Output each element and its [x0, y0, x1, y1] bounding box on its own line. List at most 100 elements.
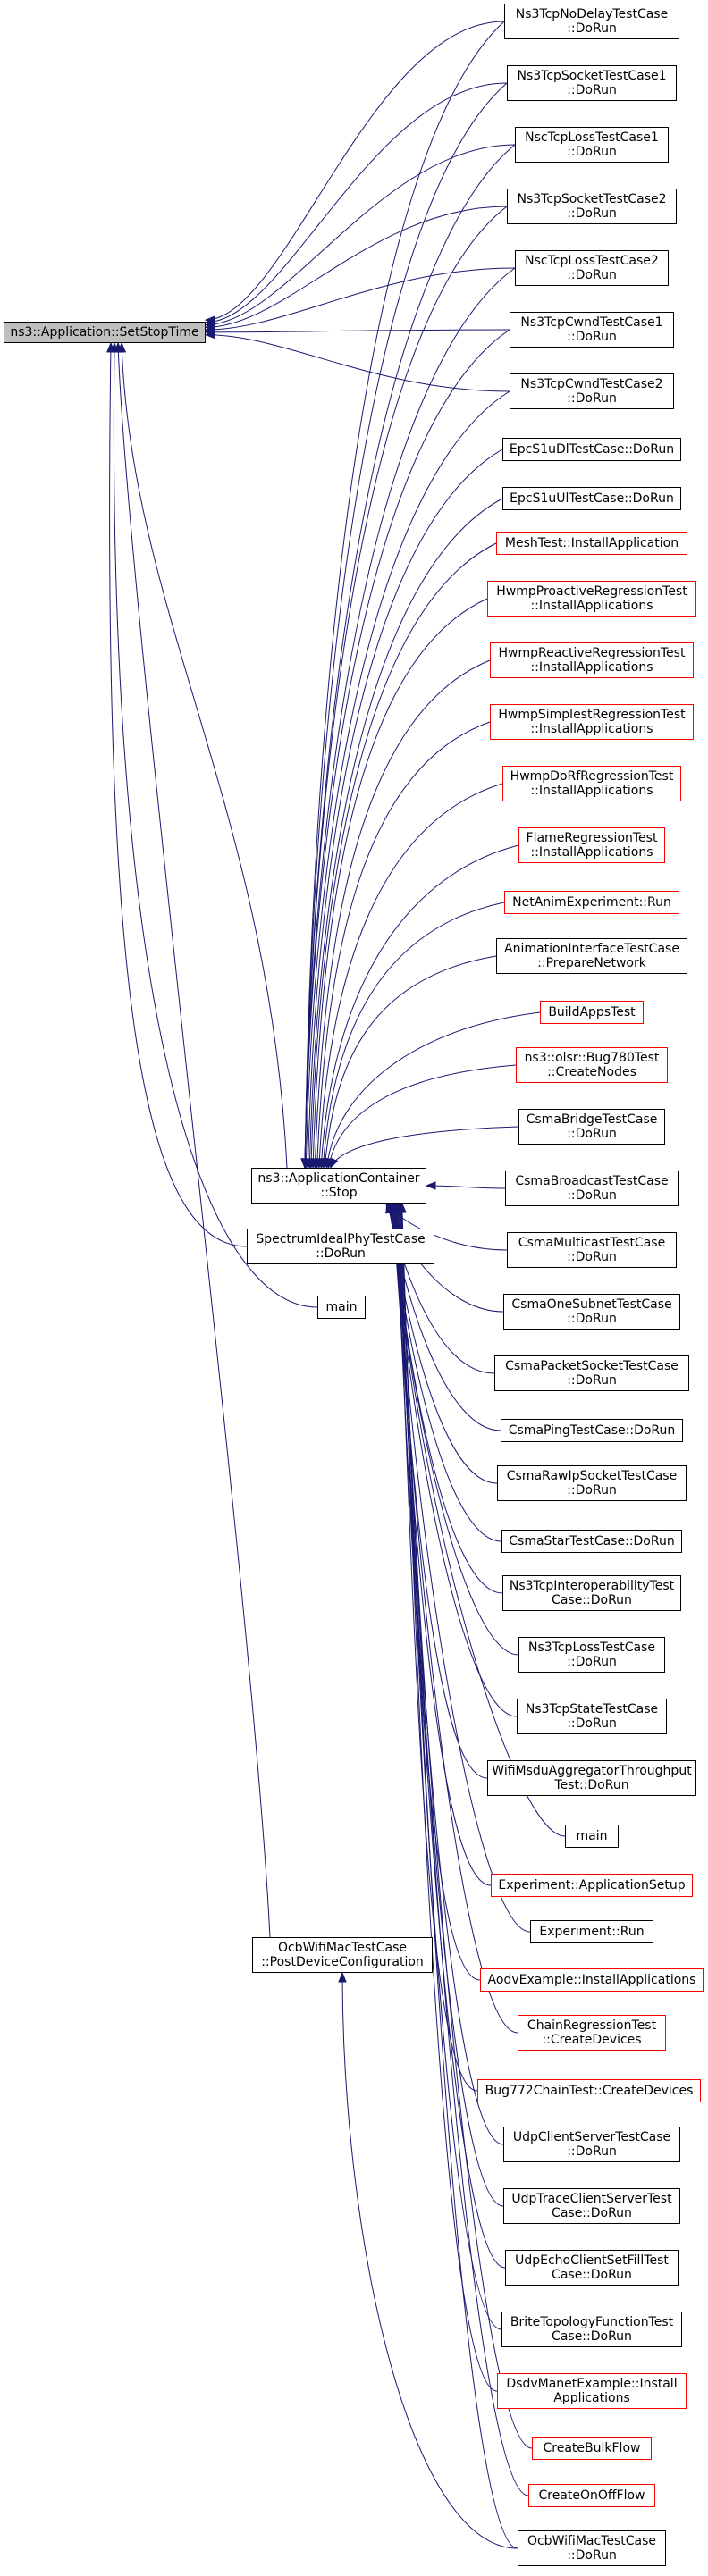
node-britetopologyfunctiontestcase-dorun[interactable]: BriteTopologyFunctionTest Case::DoRun [502, 2312, 682, 2347]
node-label: ::Stop [320, 1186, 358, 1200]
node-epcs1udltestcase-dorun[interactable]: EpcS1uDlTestCase::DoRun [502, 438, 681, 461]
node-csmabridgetestcase-dorun[interactable]: CsmaBridgeTestCase ::DoRun [518, 1109, 665, 1145]
node-bug772chaintest-createdevices[interactable]: Bug772ChainTest::CreateDevices [477, 2079, 701, 2102]
node-label: CsmaMulticastTestCase [518, 1236, 666, 1250]
node-application-setstoptime[interactable]: ns3::Application::SetStopTime [4, 322, 206, 343]
node-ocbwifimactestcase-dorun[interactable]: OcbWifiMacTestCase ::DoRun [518, 2530, 666, 2566]
node-aodvexample-installapplications[interactable]: AodvExample::InstallApplications [480, 1968, 704, 1992]
node-ns3tcpcwndtestcase2-dorun[interactable]: Ns3TcpCwndTestCase2 ::DoRun [510, 373, 674, 409]
node-csmabroadcasttestcase-dorun[interactable]: CsmaBroadcastTestCase ::DoRun [505, 1171, 678, 1206]
edge-udpecho-to-appcontainer [398, 1203, 506, 2269]
edge-ns3tcpsocket2-to-root [205, 206, 508, 328]
node-spectrumidealphytestcase-dorun[interactable]: SpectrumIdealPhyTestCase ::DoRun [247, 1229, 434, 1264]
node-label: OcbWifiMacTestCase [277, 1941, 408, 1955]
node-csmamulticasttestcase-dorun[interactable]: CsmaMulticastTestCase ::DoRun [507, 1232, 677, 1268]
edge-arrowhead [398, 1202, 407, 1213]
node-hwmpproactiveregressiontest-installapplications[interactable]: HwmpProactiveRegressionTest ::InstallApp… [487, 581, 696, 617]
node-ns3tcpcwndtestcase1-dorun[interactable]: Ns3TcpCwndTestCase1 ::DoRun [510, 312, 674, 348]
node-csmapingtestcase-dorun[interactable]: CsmaPingTestCase::DoRun [501, 1419, 683, 1442]
node-label: ::InstallApplications [530, 722, 653, 736]
edge-csmabroadcast-to-appcontainer [426, 1185, 506, 1189]
edge-nsctcploss2-to-appcontainer [304, 267, 516, 1169]
node-csmaonesubnettestcase-dorun[interactable]: CsmaOneSubnetTestCase ::DoRun [503, 1294, 680, 1330]
node-csmapacketsockettestcase-dorun[interactable]: CsmaPacketSocketTestCase ::DoRun [494, 1355, 689, 1391]
edge-arrowhead [114, 341, 123, 353]
node-label: ::DoRun [567, 83, 617, 97]
node-ns3tcpinteroperabilitytestcase-dorun[interactable]: Ns3TcpInteroperabilityTest Case::DoRun [502, 1575, 681, 1611]
edge-ns3tcpsocket1-to-root [205, 82, 508, 323]
node-label: ::DoRun [567, 1373, 617, 1388]
edge-nsctcploss1-to-root [205, 144, 516, 326]
edge-ns3tcpcwnd1-to-root [205, 329, 510, 333]
node-label: Case::DoRun [552, 2206, 632, 2220]
node-udpclientservertestcase-dorun[interactable]: UdpClientServerTestCase ::DoRun [503, 2127, 680, 2162]
node-ocbwifimactestcase-postdeviceconfiguration[interactable]: OcbWifiMacTestCase ::PostDeviceConfigura… [252, 1937, 433, 1973]
node-label: AnimationInterfaceTestCase [504, 942, 679, 956]
node-label: HwmpReactiveRegressionTest [498, 646, 686, 660]
edge-epcs1uul-to-appcontainer [308, 498, 503, 1169]
edge-hwmpproactive-to-appcontainer [312, 598, 488, 1169]
node-label: ::DoRun [567, 1188, 617, 1203]
node-csmastartestcase-dorun[interactable]: CsmaStarTestCase::DoRun [502, 1530, 682, 1553]
node-label: ns3::olsr::Bug780Test [524, 1051, 660, 1065]
node-ns3tcpnodelaytestcase-dorun[interactable]: Ns3TcpNoDelayTestCase ::DoRun [504, 4, 679, 39]
node-netanimexperiment-run[interactable]: NetAnimExperiment::Run [504, 891, 679, 914]
node-label: ::DoRun [567, 391, 617, 406]
node-wifimsduaggregatorthroughputtest-dorun[interactable]: WifiMsduAggregatorThroughput Test::DoRun [487, 1760, 696, 1796]
node-ns3tcpsockettestcase2-dorun[interactable]: Ns3TcpSocketTestCase2 ::DoRun [507, 189, 677, 224]
node-nsctcplosstestcase2-dorun[interactable]: NscTcpLossTestCase2 ::DoRun [515, 250, 669, 286]
node-ns3tcplosstestcase-dorun[interactable]: Ns3TcpLossTestCase ::DoRun [518, 1637, 665, 1673]
node-nsctcplosstestcase1-dorun[interactable]: NscTcpLossTestCase1 ::DoRun [515, 127, 669, 163]
node-label: Ns3TcpSocketTestCase2 [517, 192, 667, 206]
node-label: ::DoRun [567, 1716, 617, 1731]
edge-csmabridge-to-appcontainer [330, 1126, 519, 1169]
node-hwmpsimplestregressiontest-installapplications[interactable]: HwmpSimplestRegressionTest ::InstallAppl… [490, 704, 694, 740]
node-csmarawipsockettestcase-dorun[interactable]: CsmaRawIpSocketTestCase ::DoRun [497, 1465, 687, 1501]
node-ns3tcpstatetestcase-dorun[interactable]: Ns3TcpStateTestCase ::DoRun [517, 1699, 667, 1734]
edge-ocbpostdevice-to-root [117, 342, 271, 1938]
node-label: ::InstallApplications [530, 599, 653, 613]
node-label: ::DoRun [567, 1250, 617, 1264]
node-label: NetAnimExperiment::Run [512, 895, 671, 910]
node-label: Ns3TcpInteroperabilityTest [509, 1579, 675, 1593]
edge-ns3tcpcwnd2-to-root [205, 334, 510, 392]
node-createonoffflow[interactable]: CreateOnOffFlow [528, 2484, 655, 2507]
node-epcs1uultestcase-dorun[interactable]: EpcS1uUlTestCase::DoRun [502, 487, 681, 510]
node-buildappstest[interactable]: BuildAppsTest [540, 1001, 644, 1024]
node-main-right[interactable]: main [565, 1825, 619, 1848]
node-hwmpdorfregressiontest-installapplications[interactable]: HwmpDoRfRegressionTest ::InstallApplicat… [502, 766, 681, 801]
node-chainregressiontest-createdevices[interactable]: ChainRegressionTest ::CreateDevices [518, 2015, 666, 2051]
edge-dsdv-to-appcontainer [400, 1203, 498, 2392]
node-label: WifiMsduAggregatorThroughput [492, 1764, 692, 1778]
node-main-left[interactable]: main [317, 1296, 366, 1319]
node-ns3tcpsockettestcase1-dorun[interactable]: Ns3TcpSocketTestCase1 ::DoRun [507, 65, 677, 101]
node-dsdvmanetexample-installapplications[interactable]: DsdvManetExample::Install Applications [497, 2373, 687, 2409]
edge-epcs1udl-to-appcontainer [307, 449, 503, 1169]
edge-ns3tcpsocket1-to-appcontainer [304, 82, 508, 1169]
node-label: ::DoRun [567, 2144, 617, 2159]
node-meshtest-installapplication[interactable]: MeshTest::InstallApplication [496, 532, 687, 555]
node-createbulkflow[interactable]: CreateBulkFlow [532, 2437, 652, 2460]
node-label: ::DoRun [567, 145, 617, 159]
edge-ocbdorun-to-ocbpostdevice [341, 1972, 518, 2549]
node-label: Applications [553, 2391, 630, 2405]
node-animationinterfacetestcase-preparenetwork[interactable]: AnimationInterfaceTestCase ::PrepareNetw… [496, 938, 687, 974]
node-hwmpreactiveregressiontest-installapplications[interactable]: HwmpReactiveRegressionTest ::InstallAppl… [490, 642, 694, 678]
node-label: CsmaRawIpSocketTestCase [506, 1469, 678, 1483]
node-experiment-applicationsetup[interactable]: Experiment::ApplicationSetup [491, 1874, 693, 1897]
node-label: OcbWifiMacTestCase [527, 2534, 657, 2548]
node-label: Ns3TcpCwndTestCase2 [520, 377, 663, 391]
edge-netanim-to-appcontainer [322, 902, 505, 1169]
node-label: CsmaBroadcastTestCase [515, 1174, 669, 1188]
node-experiment-run[interactable]: Experiment::Run [530, 1920, 653, 1943]
node-applicationcontainer-stop[interactable]: ns3::ApplicationContainer ::Stop [251, 1168, 426, 1204]
node-label: ::DoRun [567, 2548, 617, 2563]
node-label: ns3::Application::SetStopTime [10, 325, 199, 340]
edge-main_left-to-root [113, 342, 318, 1308]
node-label: NscTcpLossTestCase2 [525, 254, 659, 268]
node-udptraceclientservertestcase-dorun[interactable]: UdpTraceClientServerTest Case::DoRun [503, 2188, 680, 2224]
node-udpechoclientsetfilltestcase-dorun[interactable]: UdpEchoClientSetFillTest Case::DoRun [505, 2250, 678, 2286]
node-olsr-bug780test-createnodes[interactable]: ns3::olsr::Bug780Test ::CreateNodes [516, 1047, 668, 1083]
node-flameregressiontest-installapplications[interactable]: FlameRegressionTest ::InstallApplication… [518, 827, 665, 863]
